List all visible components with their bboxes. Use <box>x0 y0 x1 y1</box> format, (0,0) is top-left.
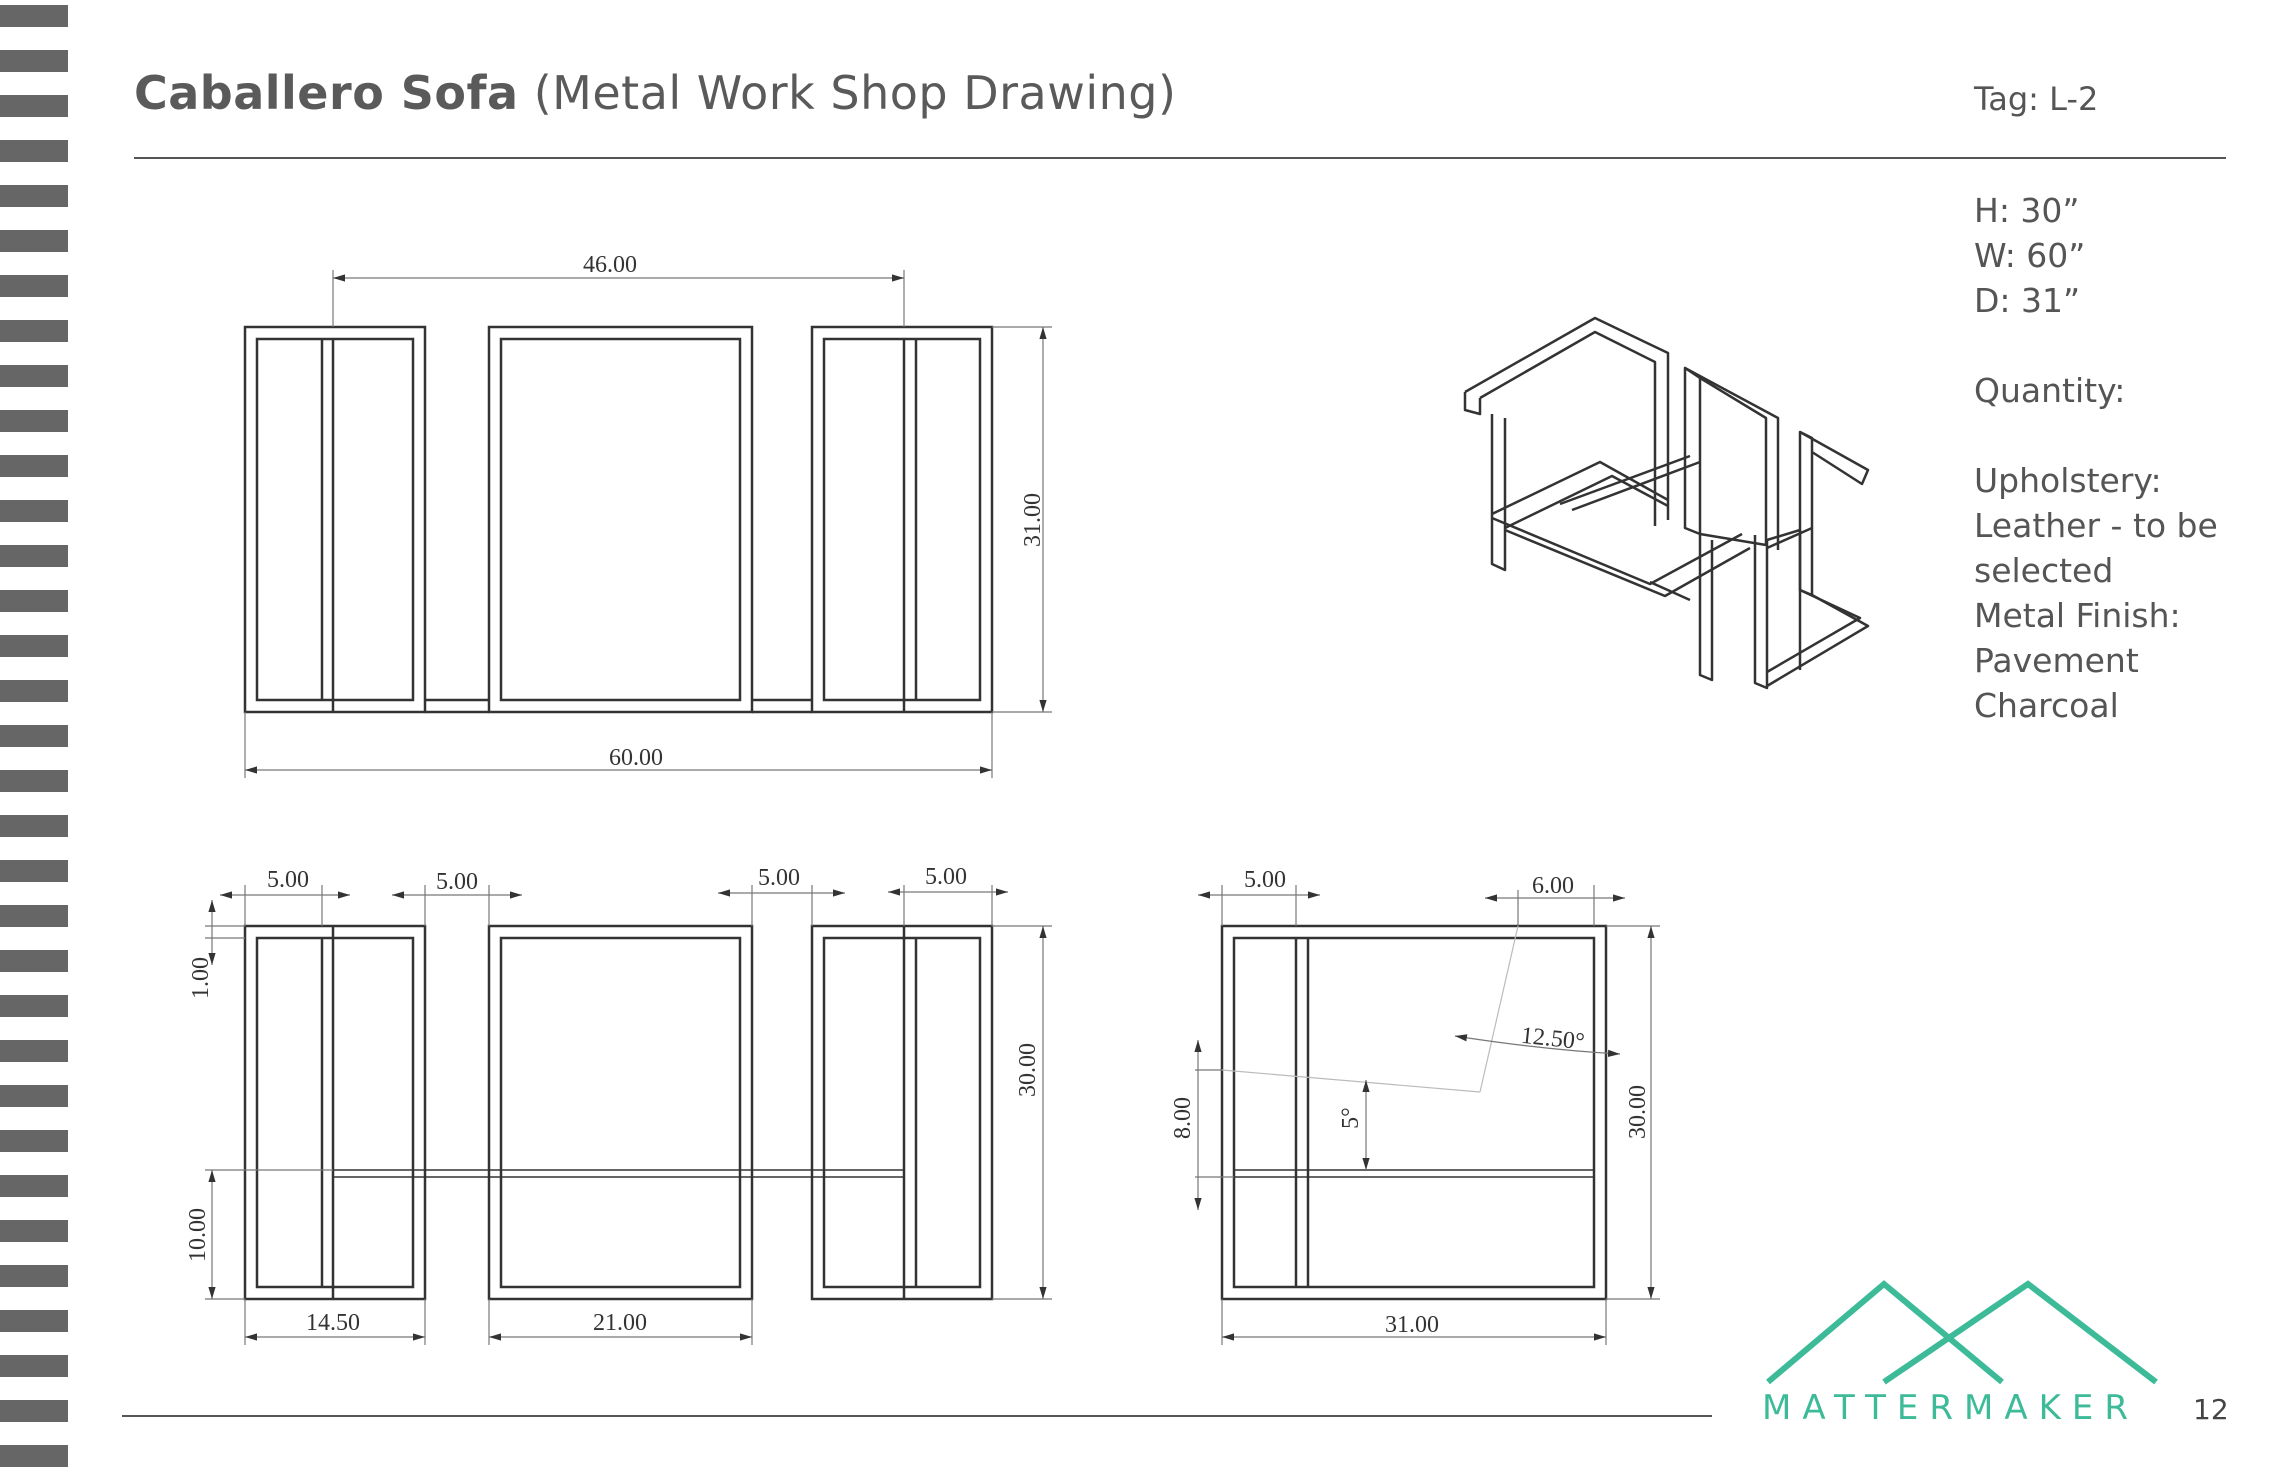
side-view <box>1220 924 1608 1301</box>
side-view-construction <box>1221 925 1519 1093</box>
spec-list: H: 30” W: 60” D: 31” Quantity: Upholster… <box>1974 188 2218 728</box>
brand-wordmark: MATTERMAKER <box>1762 1388 2139 1428</box>
page-title: Caballero Sofa (Metal Work Shop Drawing) <box>134 66 1176 120</box>
dim-top-inner-width: 46.00 <box>583 252 637 278</box>
spec-finish-line1: Pavement <box>1974 641 2139 680</box>
binding-strip <box>0 5 68 1467</box>
mattermaker-logo <box>1766 1280 2158 1385</box>
dim-front-w3: 5.00 <box>758 865 800 891</box>
tag-label: Tag: L-2 <box>1974 80 2099 118</box>
spec-height: H: 30” <box>1974 191 2080 230</box>
spec-upholstery-label: Upholstery: <box>1974 461 2162 500</box>
dim-front-height: 30.00 <box>1015 1043 1041 1097</box>
dim-side-height: 30.00 <box>1625 1085 1651 1139</box>
isometric-view <box>1463 316 1870 690</box>
spec-width: W: 60” <box>1974 236 2086 275</box>
footer-divider <box>122 1415 1712 1417</box>
spec-finish-label: Metal Finish: <box>1974 596 2181 635</box>
front-view-dimensions <box>205 885 1052 1345</box>
page-number: 12 <box>2193 1393 2229 1426</box>
side-view-dimensions <box>1194 885 1660 1345</box>
top-view-dimensions <box>244 270 1052 778</box>
header-divider <box>134 157 2226 159</box>
dim-front-top-rail: 1.00 <box>188 957 214 999</box>
dim-front-center-width: 21.00 <box>593 1310 647 1336</box>
dim-front-w2: 5.00 <box>436 869 478 895</box>
dim-side-post: 5.00 <box>1244 867 1286 893</box>
dim-front-w4: 5.00 <box>925 864 967 890</box>
dim-side-offset: 6.00 <box>1532 873 1574 899</box>
dim-top-total-width: 60.00 <box>609 745 663 771</box>
title-product: Caballero Sofa <box>134 66 519 120</box>
dim-front-arm-width: 14.50 <box>306 1310 360 1336</box>
spec-depth: D: 31” <box>1974 281 2081 320</box>
dim-side-back-angle: 12.50° <box>1520 1023 1586 1056</box>
dim-top-depth: 31.00 <box>1020 493 1046 547</box>
dim-front-seat-height: 10.00 <box>185 1208 211 1262</box>
top-view <box>243 325 994 714</box>
front-view <box>243 924 994 1301</box>
spec-finish-line2: Charcoal <box>1974 686 2119 725</box>
spec-upholstery-line1: Leather - to be <box>1974 506 2218 545</box>
title-subtitle: (Metal Work Shop Drawing) <box>533 66 1177 120</box>
spec-quantity: Quantity: <box>1974 371 2126 410</box>
dim-side-back-height: 8.00 <box>1170 1097 1196 1139</box>
spec-upholstery-line2: selected <box>1974 551 2114 590</box>
dim-side-depth: 31.00 <box>1385 1312 1439 1338</box>
dim-front-w1: 5.00 <box>267 867 309 893</box>
dim-side-seat-angle: 5° <box>1338 1107 1364 1129</box>
